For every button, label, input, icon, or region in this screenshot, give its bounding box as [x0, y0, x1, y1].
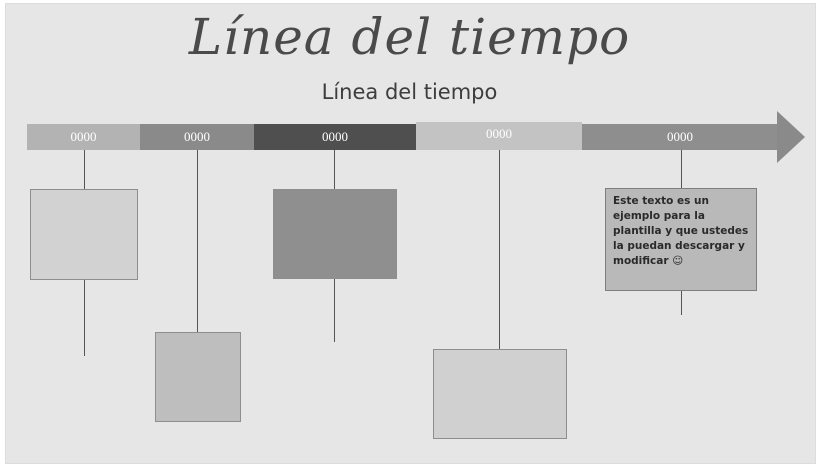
timeline-segment-5: 0000 [582, 124, 778, 150]
event-box-2 [155, 332, 241, 422]
segment-label: 0000 [486, 126, 512, 141]
timeline-segment-3: 0000 [254, 124, 416, 150]
timeline-segment-4: 0000 [416, 122, 582, 150]
segment-label: 0000 [184, 129, 210, 144]
event-box-3 [273, 189, 397, 279]
connector-line [197, 150, 198, 332]
timeline-segment-1: 0000 [27, 124, 140, 150]
example-text-box: Este texto es un ejemplo para la plantil… [605, 188, 757, 291]
segment-label: 0000 [322, 129, 348, 144]
subtitle: Línea del tiempo [321, 80, 498, 104]
segment-label: 0000 [70, 129, 97, 144]
timeline-segment-2: 0000 [140, 124, 254, 150]
event-box-4 [433, 349, 567, 439]
timeline-arrowhead [777, 111, 805, 163]
main-title: Línea del tiempo [188, 8, 631, 66]
event-box-1 [30, 189, 138, 280]
segment-label: 0000 [667, 129, 693, 144]
connector-line [499, 150, 500, 349]
